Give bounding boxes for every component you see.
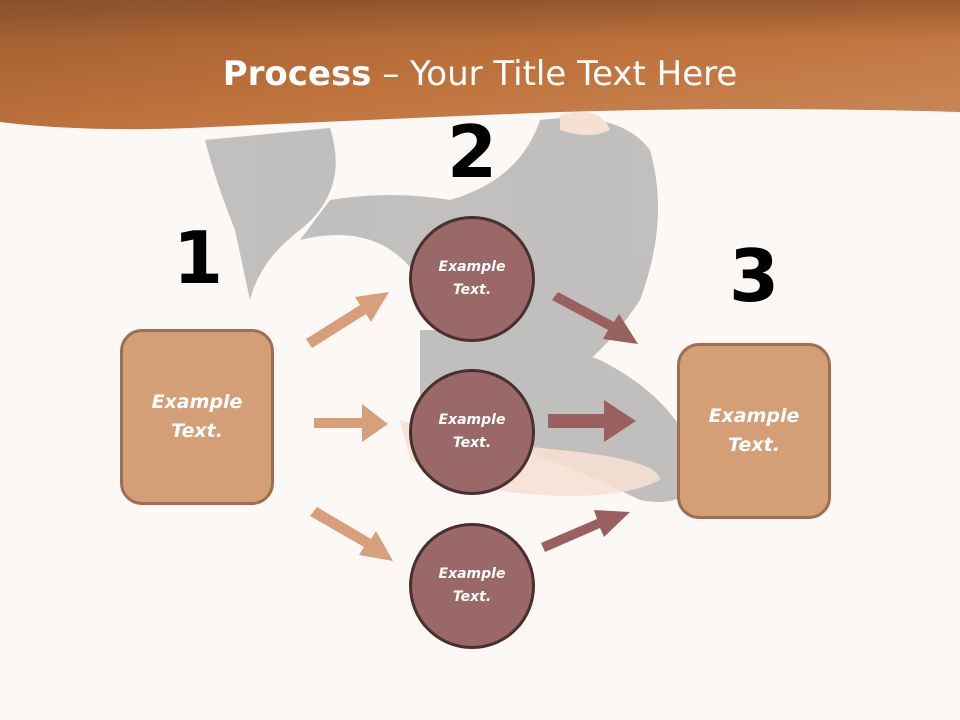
title-rest: – Your Title Text Here [371,54,738,94]
step-1-text-line1: Example [151,391,243,413]
arrow-top-to-3 [552,292,638,344]
arrow-middle-to-3 [548,400,636,442]
step-1-text-line2: Text. [171,420,223,442]
step-2-circle-bottom[interactable]: Example Text. [409,523,535,649]
circle-middle-text-line1: Example [438,412,506,428]
circle-middle-text-line2: Text. [452,435,492,451]
circle-bottom-text-line1: Example [438,566,506,582]
circle-top-text-line1: Example [438,259,506,275]
step-number-3: 3 [728,234,780,318]
circle-top-text-line2: Text. [452,282,492,298]
arrow-1-to-top [306,292,389,348]
step-2-circle-middle[interactable]: Example Text. [409,369,535,495]
step-2-circle-top[interactable]: Example Text. [409,216,535,342]
arrow-1-to-bottom [310,507,393,561]
arrow-bottom-to-3 [541,510,630,552]
circle-bottom-text-line2: Text. [452,589,492,605]
step-3-text-line2: Text. [728,434,780,456]
step-1-box[interactable]: Example Text. [120,329,274,505]
title-bold: Process [222,54,372,94]
step-3-box[interactable]: Example Text. [677,343,831,519]
step-number-2: 2 [446,110,498,194]
step-number-1: 1 [172,216,224,300]
slide-title: Process – Your Title Text Here [0,52,960,96]
step-3-text-line1: Example [708,405,800,427]
arrow-1-to-middle [314,404,388,442]
